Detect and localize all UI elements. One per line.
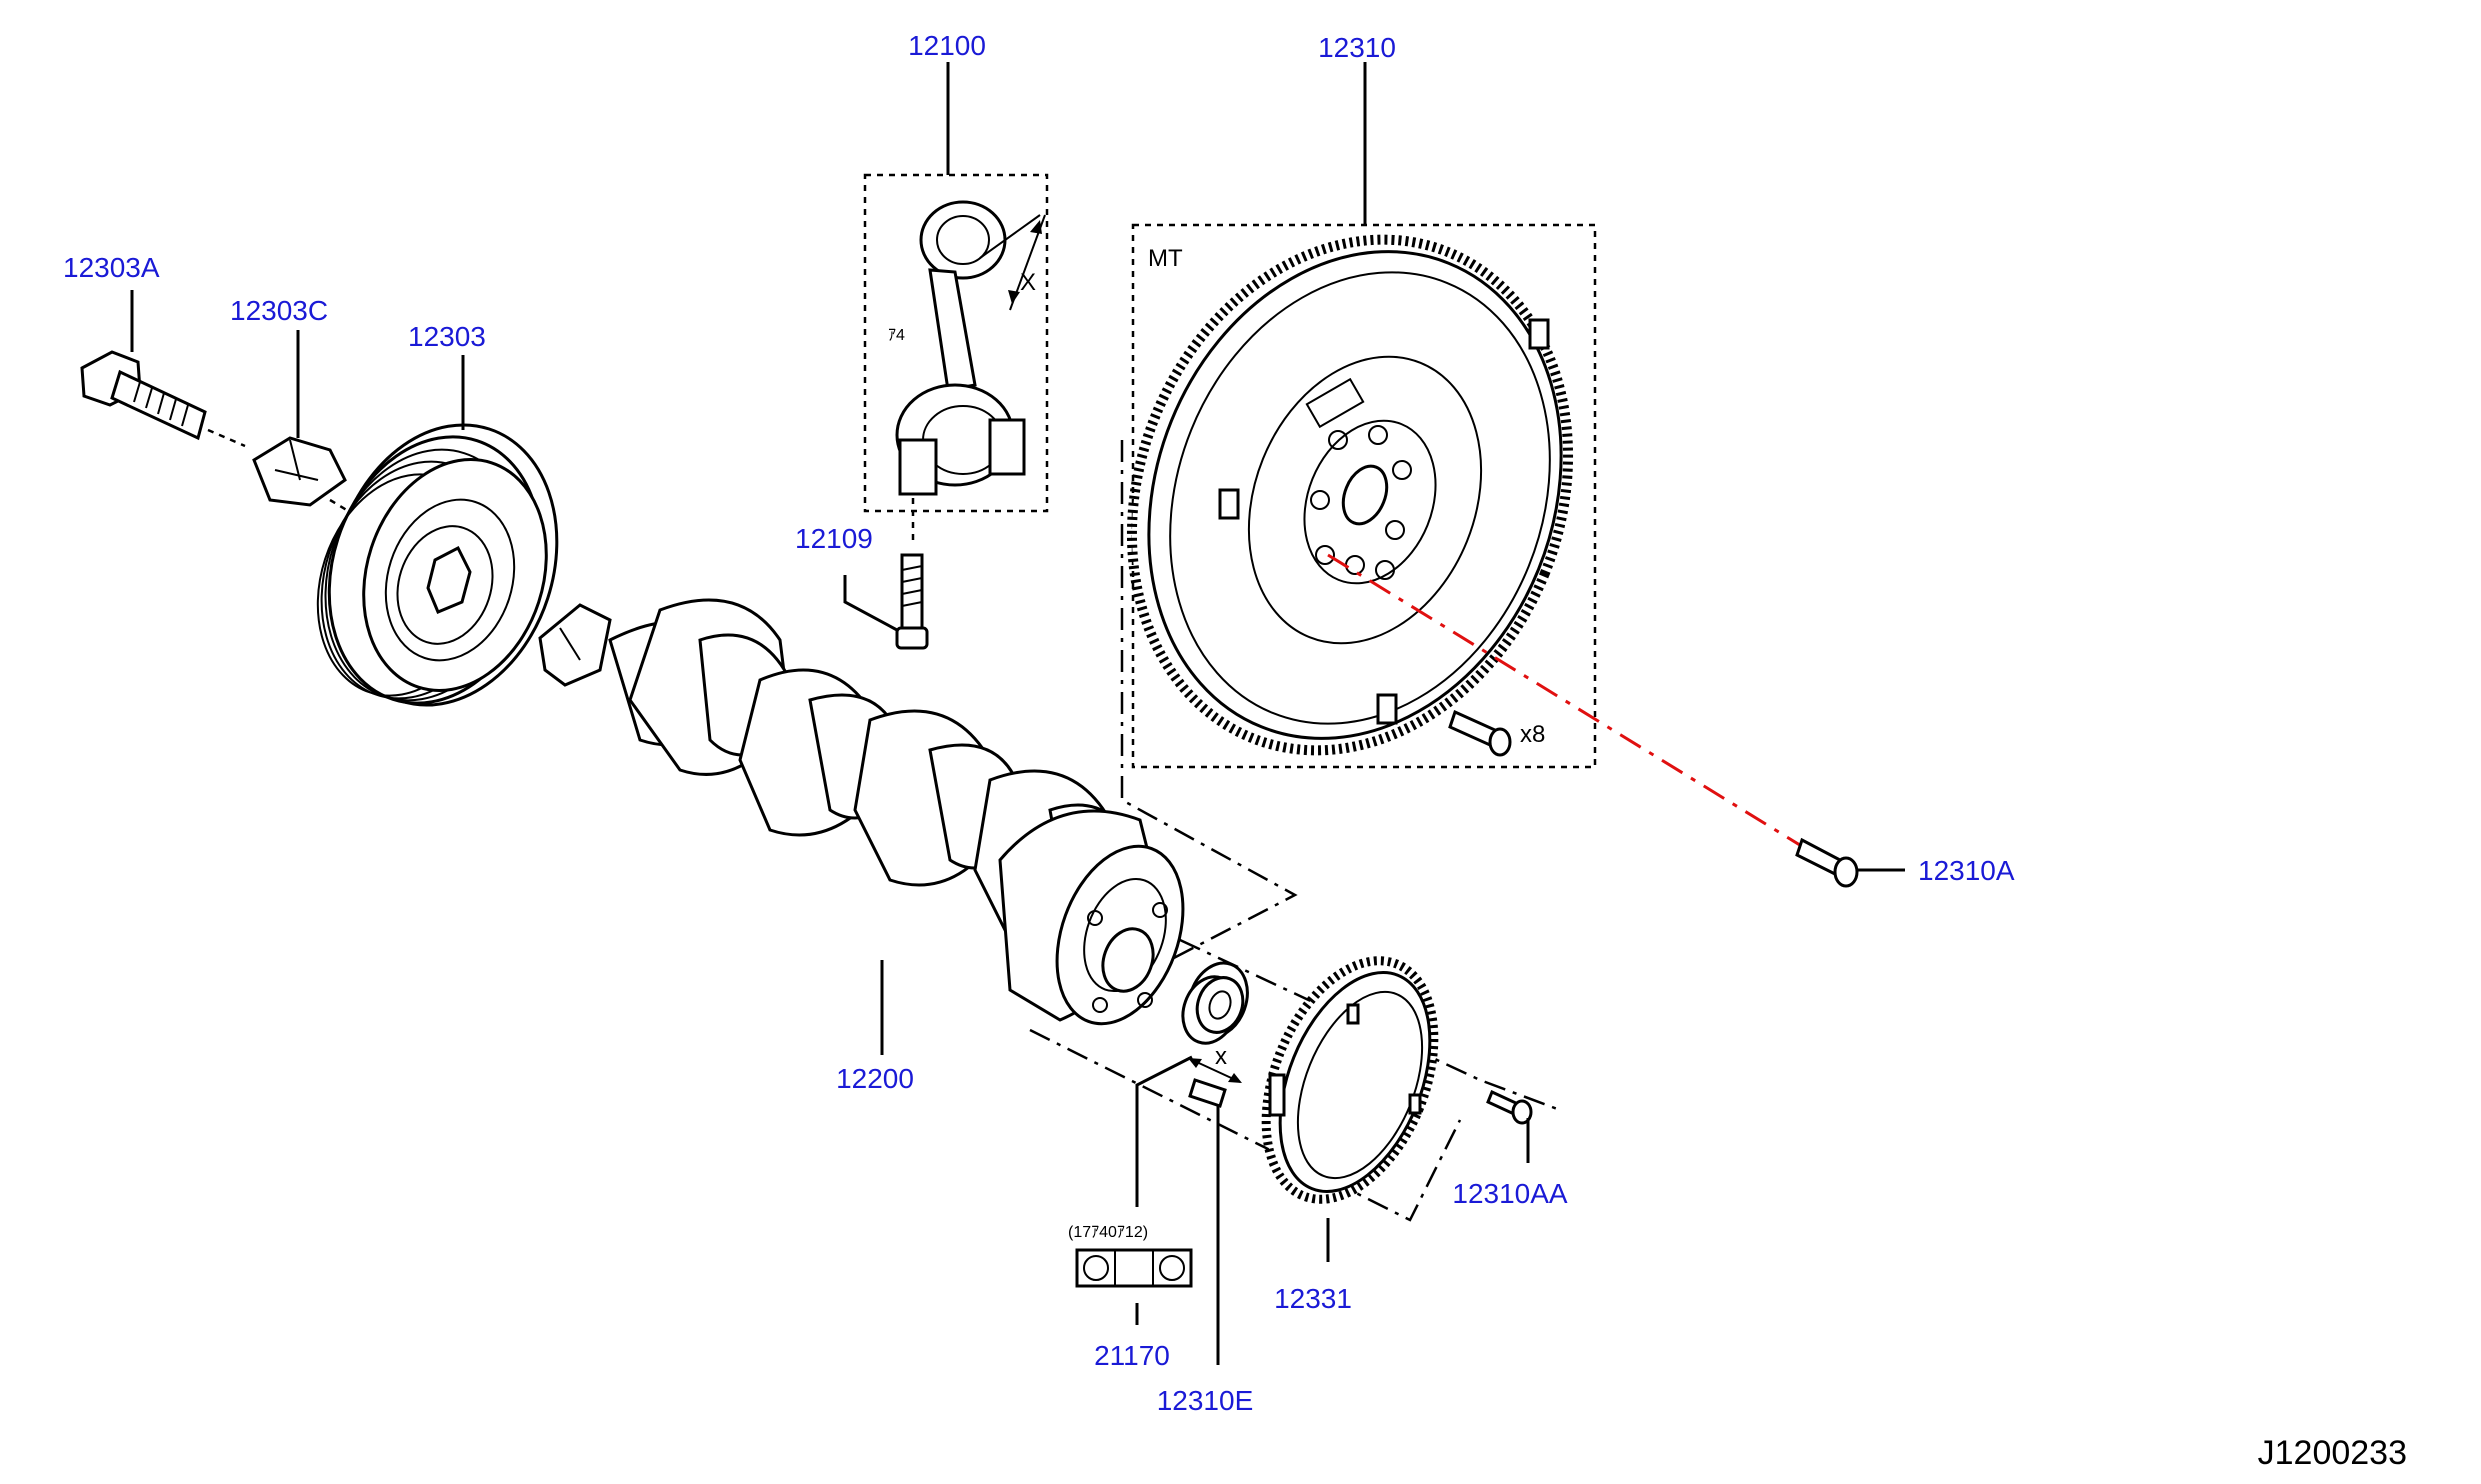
rod-grade-mark: ｱ4 bbox=[888, 327, 905, 344]
main-bearing-set bbox=[1075, 1248, 1193, 1288]
conrod-bolt bbox=[895, 553, 929, 650]
callout-12310A[interactable]: 12310A bbox=[1918, 855, 2015, 886]
pulley-key bbox=[252, 436, 356, 517]
callout-12310E[interactable]: 12310E bbox=[1157, 1385, 1254, 1416]
dimension-x-label: X bbox=[1020, 269, 1036, 296]
bearing-size-note: (17ｱ40ｱ12) bbox=[1068, 1224, 1148, 1241]
flywheel bbox=[1126, 234, 1574, 756]
dowel-pin: x bbox=[1187, 1043, 1242, 1108]
crankshaft bbox=[538, 598, 1249, 1039]
flywheel-bolt-x8 bbox=[1448, 709, 1512, 757]
flywheel-bolt bbox=[1795, 837, 1859, 888]
pilot-bearing bbox=[1181, 975, 1245, 1045]
callout-12109[interactable]: 12109 bbox=[795, 523, 873, 554]
conrod-dimension-x: X bbox=[979, 214, 1046, 311]
callout-12310[interactable]: 12310 bbox=[1318, 32, 1396, 63]
conrod-group-box bbox=[863, 173, 1049, 513]
drive-plate bbox=[1261, 956, 1439, 1204]
crank-pulley-bolt bbox=[80, 350, 246, 448]
leader-lines bbox=[130, 62, 1905, 1365]
mt-projection-line bbox=[1120, 440, 1298, 962]
diagram-id: J1200233 bbox=[2258, 1434, 2407, 1472]
callout-12303A[interactable]: 12303A bbox=[63, 252, 160, 283]
drive-plate-bolt bbox=[1486, 1089, 1533, 1125]
alignment-line bbox=[1327, 553, 1809, 852]
crank-pulley bbox=[316, 423, 559, 707]
at-projection-upper bbox=[1179, 938, 1561, 1112]
dimension-x-small-label: x bbox=[1215, 1043, 1227, 1070]
at-projection-lower bbox=[1029, 1028, 1462, 1222]
connecting-rod bbox=[895, 200, 1026, 540]
callout-12331[interactable]: 12331 bbox=[1274, 1283, 1352, 1314]
callout-12200[interactable]: 12200 bbox=[836, 1063, 914, 1094]
callout-12100[interactable]: 12100 bbox=[908, 30, 986, 61]
callout-12303C[interactable]: 12303C bbox=[230, 295, 328, 326]
callout-21170[interactable]: 21170 bbox=[1094, 1340, 1170, 1371]
bolt-qty-label: x8 bbox=[1520, 721, 1545, 748]
callout-12310AA[interactable]: 12310AA bbox=[1452, 1178, 1568, 1209]
mt-label: MT bbox=[1148, 245, 1183, 272]
callout-12303[interactable]: 12303 bbox=[408, 321, 486, 352]
